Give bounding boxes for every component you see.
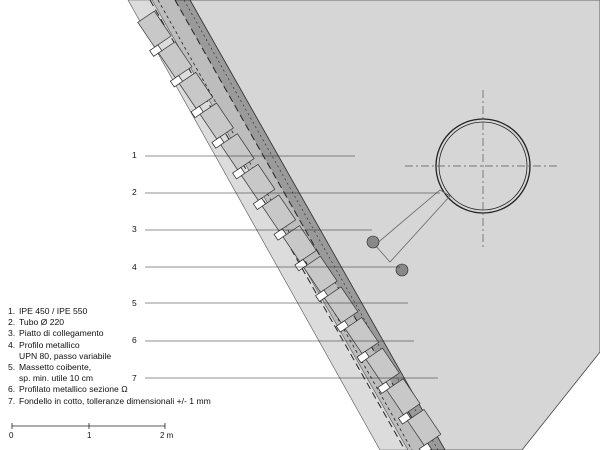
legend: 1.IPE 450 / IPE 550 2.Tubo Ø 220 3.Piatt… — [8, 306, 268, 407]
callout-5: 5 — [132, 298, 137, 308]
callout-4: 4 — [132, 262, 137, 272]
omega-profile — [232, 167, 246, 180]
legend-item-3: 3.Piatto di collegamento — [8, 328, 104, 339]
legend-text-3: Piatto di collegamento — [19, 328, 104, 339]
scale-bar: 0 1 2 m — [9, 423, 174, 440]
omega-profile — [273, 228, 287, 241]
legend-text-1: IPE 450 / IPE 550 — [19, 306, 88, 316]
legend-item-1: 1.IPE 450 / IPE 550 — [8, 306, 88, 316]
connection-plate — [374, 189, 451, 263]
callout-1: 1 — [132, 150, 137, 160]
omega-profile — [335, 320, 350, 333]
callout-7: 7 — [132, 373, 137, 383]
omega-profile — [252, 197, 267, 211]
legend-item-4: 4.Profilo metallico UPN 80, passo variab… — [8, 339, 112, 361]
callout-2: 2 — [132, 187, 137, 197]
omega-profile — [294, 258, 308, 272]
legend-item-6: 6.Profilato metallico sezione Ω — [8, 384, 128, 395]
legend-item-7: 7.Fondello in cotto, tolleranze dimensio… — [8, 395, 211, 406]
omega-profile — [315, 289, 329, 302]
callout-6: 6 — [132, 335, 137, 345]
scale-label-1: 1 — [87, 431, 92, 440]
tile-row — [137, 10, 442, 450]
legend-text-6: Profilato metallico sezione Ω — [19, 384, 128, 395]
legend-text-4: Profilo metallico UPN 80, passo variabil… — [19, 339, 112, 361]
omega-profile — [149, 44, 163, 57]
legend-text-5: Massetto coibente, sp. min. utile 10 cm — [19, 362, 94, 384]
omega-profile — [418, 442, 432, 450]
omega-profile — [356, 350, 370, 364]
scale-label-2: 2 m — [160, 431, 174, 440]
omega-profile — [190, 105, 204, 119]
scale-label-0: 0 — [9, 431, 14, 440]
legend-text-7: Fondello in cotto, tolleranze dimensiona… — [19, 395, 211, 406]
callout-3: 3 — [132, 224, 137, 234]
legend-text-2: Tubo Ø 220 — [19, 317, 65, 328]
omega-profile — [398, 412, 412, 425]
legend-item-2: 2.Tubo Ø 220 — [8, 317, 65, 328]
omega-profile — [211, 136, 225, 149]
leaders — [145, 155, 440, 379]
legend-item-5: 5.Massetto coibente, sp. min. utile 10 c… — [8, 362, 94, 384]
omega-profile — [377, 381, 391, 394]
omega-profile — [169, 75, 184, 88]
